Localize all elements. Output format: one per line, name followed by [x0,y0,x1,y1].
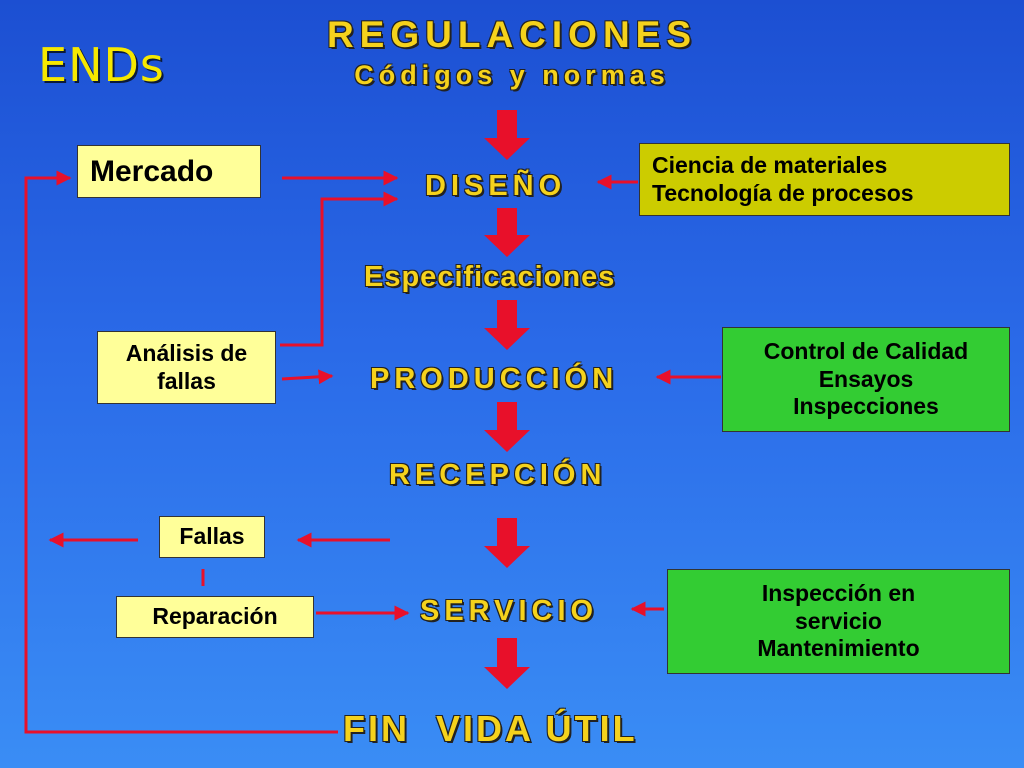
box-control-line-2: Ensayos [818,365,914,392]
box-control-calidad: Control de Calidad Ensayos Inspecciones [722,327,1010,432]
box-inspeccion-line-3: Mantenimiento [757,635,920,662]
box-mercado: Mercado [77,145,261,198]
flow-arrow-recepcion-servicio [484,518,530,568]
stage-servicio: SERVICIO [420,595,599,627]
heading-regulaciones: REGULACIONES [326,14,698,55]
stage-diseno: DISEÑO [425,170,567,202]
box-inspeccion-servicio: Inspección en servicio Mantenimiento [667,569,1010,674]
flow-arrow-diseno-especificaciones [484,208,530,257]
box-fallas: Fallas [159,516,265,558]
connector-analisis-produccion [281,369,334,385]
box-control-line-3: Inspecciones [793,393,939,420]
box-analisis-line-2: fallas [157,367,216,394]
flow-arrow-produccion-recepcion [484,402,530,452]
slide-title: ENDs [38,38,165,92]
box-control-line-1: Control de Calidad [763,338,969,365]
box-inspeccion-line-1: Inspección en [761,580,916,607]
box-ciencia-line-2: Tecnología de procesos [652,179,914,206]
box-mercado-label: Mercado [90,154,214,188]
heading-codigos-normas: Códigos y normas [354,60,670,90]
box-analisis-line-1: Análisis de [125,339,248,366]
box-reparacion: Reparación [116,596,314,638]
flow-arrow-especificaciones-produccion [484,300,530,350]
flow-arrow-regulaciones-diseno [484,110,530,160]
box-ciencia-line-1: Ciencia de materiales [652,151,888,178]
connector-feedback-loop [24,170,338,734]
box-fallas-label: Fallas [179,523,245,550]
box-analisis-fallas: Análisis de fallas [97,331,276,404]
flow-arrow-servicio-fin [484,638,530,689]
box-reparacion-label: Reparación [152,603,278,630]
stage-produccion: PRODUCCIÓN [370,363,619,395]
box-inspeccion-line-2: servicio [795,607,882,634]
connector-analisis-diseno [280,191,399,347]
stage-fin-vida-util: FIN VIDA ÚTIL [343,708,638,749]
stage-especificaciones: Especificaciones [364,261,616,293]
stage-recepcion: RECEPCIÓN [389,459,607,491]
box-ciencia-tecnologia: Ciencia de materiales Tecnología de proc… [639,143,1010,216]
